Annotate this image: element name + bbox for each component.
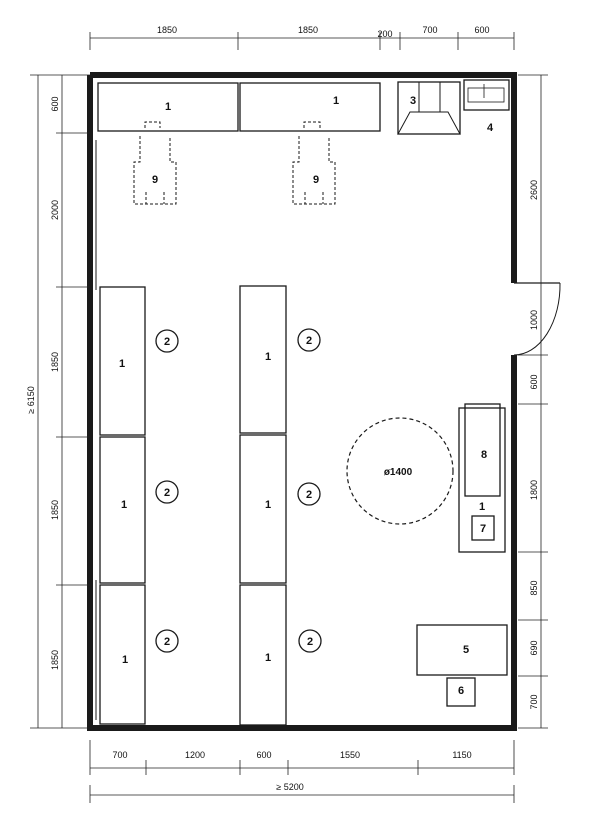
fume-hood-base bbox=[397, 111, 461, 135]
dim-bottom-3: 600 bbox=[256, 750, 271, 760]
fume-hood: 3 bbox=[397, 81, 461, 135]
bench-left-1 bbox=[99, 286, 146, 436]
turning-circle-label: ø1400 bbox=[384, 467, 413, 478]
station-label: 9 bbox=[152, 174, 158, 186]
desk-label: 5 bbox=[463, 644, 469, 656]
small-cabinet bbox=[446, 677, 476, 707]
dim-left-total: ≥ 6150 bbox=[26, 386, 36, 413]
dim-top-4: 700 bbox=[422, 25, 437, 35]
bench-mid-2 bbox=[239, 434, 287, 584]
small-cabinet-label: 6 bbox=[458, 685, 464, 697]
station-label: 9 bbox=[313, 174, 319, 186]
dim-bottom-total: ≥ 5200 bbox=[276, 782, 303, 792]
dim-left-4: 1850 bbox=[50, 500, 60, 520]
bench-label: 1 bbox=[165, 101, 171, 113]
door-swing-arc bbox=[513, 282, 561, 356]
dimension-bottom: 700 1200 600 1550 1150 ≥ 5200 bbox=[89, 740, 515, 803]
aisle-circle bbox=[155, 480, 179, 504]
dim-left-3: 1850 bbox=[50, 352, 60, 372]
aisle-circle bbox=[297, 328, 321, 352]
dim-right-4: 1800 bbox=[529, 480, 539, 500]
station-left bbox=[133, 121, 177, 205]
dim-right-6: 690 bbox=[529, 640, 539, 655]
dim-right-5: 850 bbox=[529, 580, 539, 595]
aisle-label: 2 bbox=[306, 335, 312, 347]
turning-circle bbox=[346, 417, 454, 525]
dim-right-3: 600 bbox=[529, 374, 539, 389]
aisle-label: 2 bbox=[164, 636, 170, 648]
dim-top-1: 1850 bbox=[157, 25, 177, 35]
dimension-right: 2600 1000 600 1800 850 690 700 bbox=[518, 74, 548, 729]
dim-top-3: 200 bbox=[377, 29, 392, 39]
bench-label: 1 bbox=[121, 499, 127, 511]
sink-box bbox=[463, 79, 510, 111]
fume-hood-box bbox=[397, 81, 461, 135]
dim-top-5: 600 bbox=[474, 25, 489, 35]
fume-hood-label: 3 bbox=[410, 95, 416, 107]
dim-bottom-2: 1200 bbox=[185, 750, 205, 760]
bench-left-2 bbox=[99, 436, 146, 584]
bench-label: 1 bbox=[333, 95, 339, 107]
bench-top-2 bbox=[239, 82, 381, 132]
cabinet-label: 7 bbox=[480, 523, 486, 535]
bench-label: 1 bbox=[265, 652, 271, 664]
bench-label: 1 bbox=[119, 358, 125, 370]
cabinet-box bbox=[471, 515, 495, 541]
dim-right-2: 1000 bbox=[529, 310, 539, 330]
shelf-outer bbox=[458, 407, 506, 553]
sink: 4 bbox=[463, 79, 510, 134]
station-right bbox=[292, 121, 336, 205]
aisle-label: 2 bbox=[164, 487, 170, 499]
dim-bottom-1: 700 bbox=[112, 750, 127, 760]
aisle-markers: 2 2 2 2 2 2 bbox=[155, 328, 322, 653]
shelf-unit bbox=[464, 403, 501, 497]
dim-right-7: 700 bbox=[529, 694, 539, 709]
aisle-circle bbox=[155, 629, 179, 653]
bench-top-1 bbox=[97, 82, 239, 132]
aisle-circle bbox=[297, 482, 321, 506]
aisle-circle bbox=[155, 329, 179, 353]
bench-mid-3 bbox=[239, 584, 287, 726]
bench-label: 1 bbox=[265, 351, 271, 363]
aisle-label: 2 bbox=[164, 336, 170, 348]
dimension-left: ≥ 6150 600 2000 1850 1850 1850 bbox=[26, 74, 92, 729]
bench-label: 1 bbox=[265, 499, 271, 511]
bench-left-3 bbox=[99, 584, 146, 725]
aisle-circle bbox=[298, 629, 322, 653]
shelf-label: 8 bbox=[481, 449, 487, 461]
walls bbox=[87, 72, 517, 731]
bench-mid-1 bbox=[239, 285, 287, 434]
dim-left-1: 600 bbox=[50, 96, 60, 111]
aisle-label: 2 bbox=[306, 489, 312, 501]
aisle-label: 2 bbox=[307, 636, 313, 648]
dim-top-2: 1850 bbox=[298, 25, 318, 35]
wall-top-right bbox=[90, 72, 517, 283]
wall-bottom-left bbox=[87, 75, 517, 731]
dim-right-1: 2600 bbox=[529, 180, 539, 200]
dimension-top: 1850 1850 200 700 600 bbox=[89, 25, 515, 50]
bench-label: 1 bbox=[122, 654, 128, 666]
desk bbox=[416, 624, 508, 676]
dim-left-5: 1850 bbox=[50, 650, 60, 670]
bench-label: 1 bbox=[479, 501, 485, 513]
sink-label: 4 bbox=[487, 122, 494, 134]
sink-basin bbox=[467, 87, 505, 103]
dim-bottom-5: 1150 bbox=[452, 750, 471, 760]
dim-left-2: 2000 bbox=[50, 200, 60, 220]
dim-bottom-4: 1550 bbox=[340, 750, 360, 760]
